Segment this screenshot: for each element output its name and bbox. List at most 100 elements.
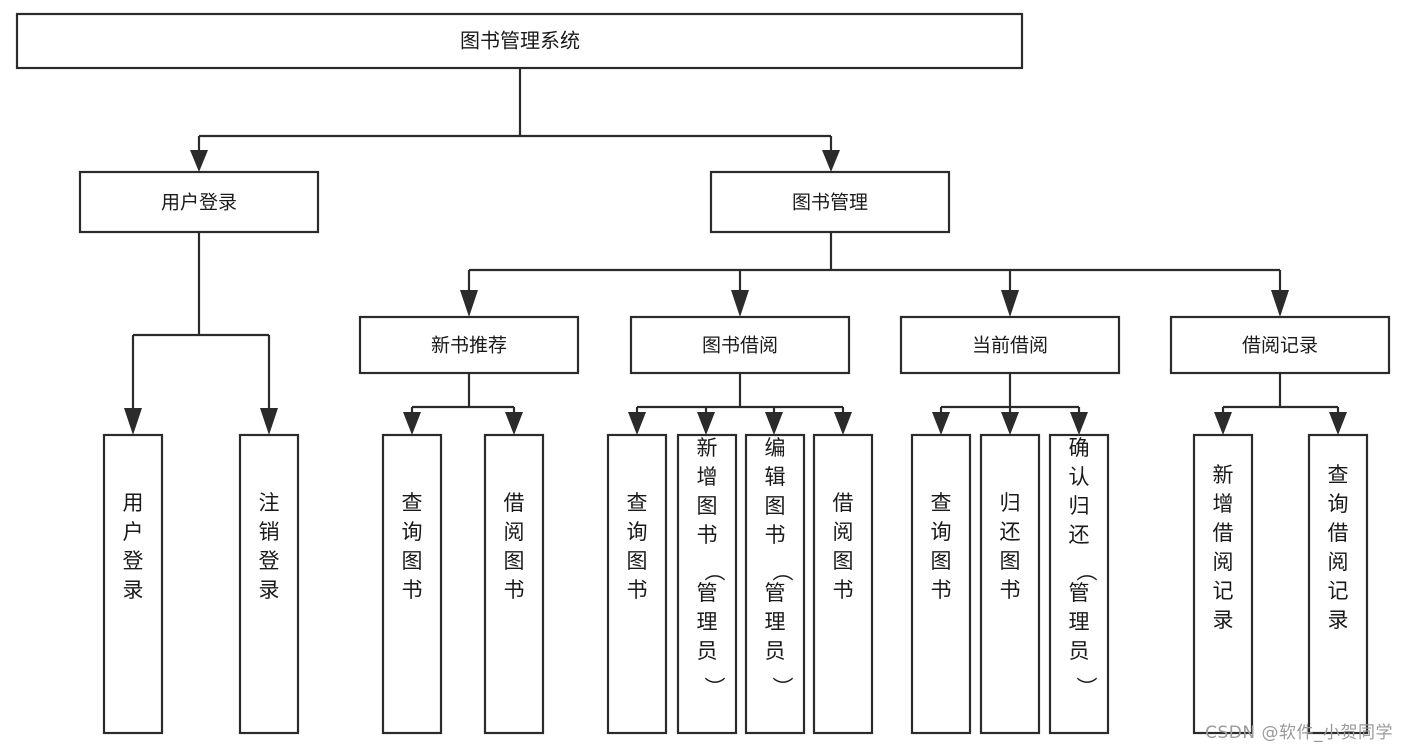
arrow-leaf-user-login <box>124 408 142 435</box>
node-leaf-return-book-box[interactable] <box>979 433 1041 735</box>
svg-text:员: 员 <box>765 639 786 663</box>
svg-text:阅: 阅 <box>504 520 525 544</box>
svg-text:书: 书 <box>931 578 952 602</box>
svg-text:编: 编 <box>765 436 786 460</box>
arrow-leaf-query-book-1 <box>403 412 421 435</box>
svg-text:询: 询 <box>627 520 648 544</box>
node-root[interactable]: 图书管理系统 <box>15 12 1024 70</box>
svg-text:管: 管 <box>697 581 718 605</box>
node-leaf-add-record-box[interactable] <box>1192 433 1254 735</box>
svg-text:还: 还 <box>1000 520 1021 544</box>
svg-text:记: 记 <box>1328 579 1349 603</box>
node-leaf-query-book-1-box[interactable] <box>381 433 443 735</box>
svg-text:查: 查 <box>402 491 423 515</box>
svg-text:确: 确 <box>1069 436 1090 460</box>
svg-text:书: 书 <box>833 578 854 602</box>
svg-text:员: 员 <box>697 639 718 663</box>
svg-text:户: 户 <box>123 520 144 544</box>
svg-text:录: 录 <box>1328 608 1349 632</box>
node-leaf-add-book-box[interactable] <box>676 433 738 735</box>
svg-text:书: 书 <box>627 578 648 602</box>
svg-text:阅: 阅 <box>1213 550 1234 574</box>
svg-text:询: 询 <box>402 520 423 544</box>
svg-text:增: 增 <box>697 465 718 489</box>
node-leaf-borrow-book-1-box[interactable] <box>483 433 545 735</box>
arrow-leaf-add-record <box>1214 412 1232 435</box>
node-new-book-recommend-box[interactable] <box>358 315 580 375</box>
node-leaf-logout-login-box[interactable] <box>238 433 300 735</box>
node-book-management-box[interactable] <box>709 170 951 234</box>
node-leaf-query-book-3-box[interactable] <box>910 433 972 735</box>
arrow-leaf-edit-book <box>765 412 783 435</box>
node-leaf-borrow-book-2-box[interactable] <box>812 433 874 735</box>
node-leaf-edit-book-box[interactable] <box>744 433 806 735</box>
node-borrow-record[interactable]: 借阅记录 <box>1169 315 1391 375</box>
svg-text:借: 借 <box>1213 521 1234 545</box>
svg-text:借: 借 <box>504 491 525 515</box>
svg-text:图: 图 <box>627 549 648 573</box>
svg-text:归: 归 <box>1069 494 1090 518</box>
arrow-to-current-borrow <box>1001 290 1019 317</box>
svg-text:查: 查 <box>627 491 648 515</box>
node-new-book-recommend[interactable]: 新书推荐 <box>358 315 580 375</box>
svg-text:员: 员 <box>1069 639 1090 663</box>
node-leaf-user-login[interactable]: 用户登录 <box>102 433 164 735</box>
svg-text:用: 用 <box>123 491 144 515</box>
node-book-borrow[interactable]: 图书借阅 <box>629 315 851 375</box>
node-book-management[interactable]: 图书管理 <box>709 170 951 234</box>
svg-text:书: 书 <box>504 578 525 602</box>
svg-text:查: 查 <box>1328 463 1349 487</box>
node-leaf-user-login-box[interactable] <box>102 433 164 735</box>
svg-text:录: 录 <box>123 578 144 602</box>
node-book-borrow-box[interactable] <box>629 315 851 375</box>
svg-text:图: 图 <box>697 494 718 518</box>
node-current-borrow-box[interactable] <box>899 315 1121 375</box>
node-root-box[interactable] <box>15 12 1024 70</box>
node-borrow-record-box[interactable] <box>1169 315 1391 375</box>
node-leaf-confirm-return-box[interactable] <box>1048 433 1110 735</box>
svg-text:理: 理 <box>697 610 718 634</box>
node-leaf-query-record-box[interactable] <box>1307 433 1369 735</box>
node-leaf-query-book-2-box[interactable] <box>606 433 668 735</box>
node-user-login[interactable]: 用户登录 <box>78 170 320 234</box>
svg-text:阅: 阅 <box>1328 550 1349 574</box>
node-borrow-record-label: 借阅记录 <box>1242 335 1318 357</box>
svg-text:认: 认 <box>1069 465 1090 489</box>
svg-text:登: 登 <box>259 549 280 573</box>
arrow-leaf-logout-login <box>260 408 278 435</box>
node-book-management-label: 图书管理 <box>792 192 868 214</box>
svg-text:书: 书 <box>1000 578 1021 602</box>
svg-text:辑: 辑 <box>765 465 786 489</box>
svg-text:（: （ <box>702 561 726 582</box>
svg-text:注: 注 <box>259 491 280 515</box>
arrow-leaf-confirm-return <box>1070 412 1088 435</box>
arrow-to-book-borrow <box>731 290 749 317</box>
arrow-leaf-borrow-book-2 <box>834 412 852 435</box>
arrow-to-borrow-record <box>1271 290 1289 317</box>
node-current-borrow[interactable]: 当前借阅 <box>899 315 1121 375</box>
arrow-to-user-login <box>190 150 208 172</box>
node-user-login-box[interactable] <box>78 170 320 234</box>
svg-text:书: 书 <box>765 523 786 547</box>
